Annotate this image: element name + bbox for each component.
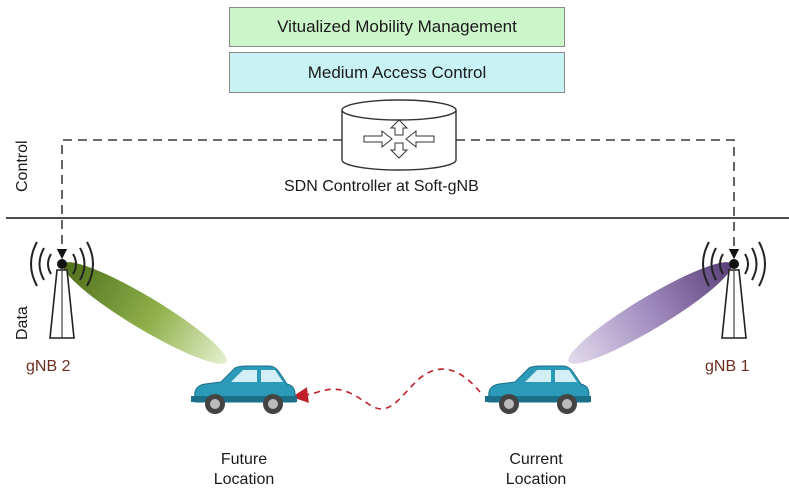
current-location-label: Current Location [476, 450, 596, 490]
router-icon [341, 99, 457, 171]
layer-vmm: Vitualized Mobility Management [229, 7, 565, 47]
gnb1-label: gNB 1 [705, 358, 750, 375]
trajectory-path [292, 368, 481, 410]
current-line2: Location [505, 471, 567, 488]
current-line1: Current [509, 451, 563, 468]
future-line1: Future [220, 451, 268, 468]
future-location-label: Future Location [184, 450, 304, 490]
current-car-icon [484, 365, 592, 415]
gnb2-label: gNB 2 [26, 358, 71, 375]
gnb2-tower-icon [30, 241, 94, 339]
future-line2: Location [213, 471, 275, 488]
control-link-gnb1 [456, 139, 740, 260]
control-link-gnb2 [56, 139, 342, 260]
control-plane-label: Control [14, 140, 31, 192]
beam-gnb1 [568, 262, 732, 364]
controller-label: SDN Controller at Soft-gNB [284, 178, 479, 195]
data-plane-label: Data [14, 306, 31, 340]
gnb1-tower-icon [702, 241, 766, 339]
beam-gnb2 [63, 262, 227, 364]
future-car-icon [190, 365, 298, 415]
layer-mac: Medium Access Control [229, 52, 565, 93]
